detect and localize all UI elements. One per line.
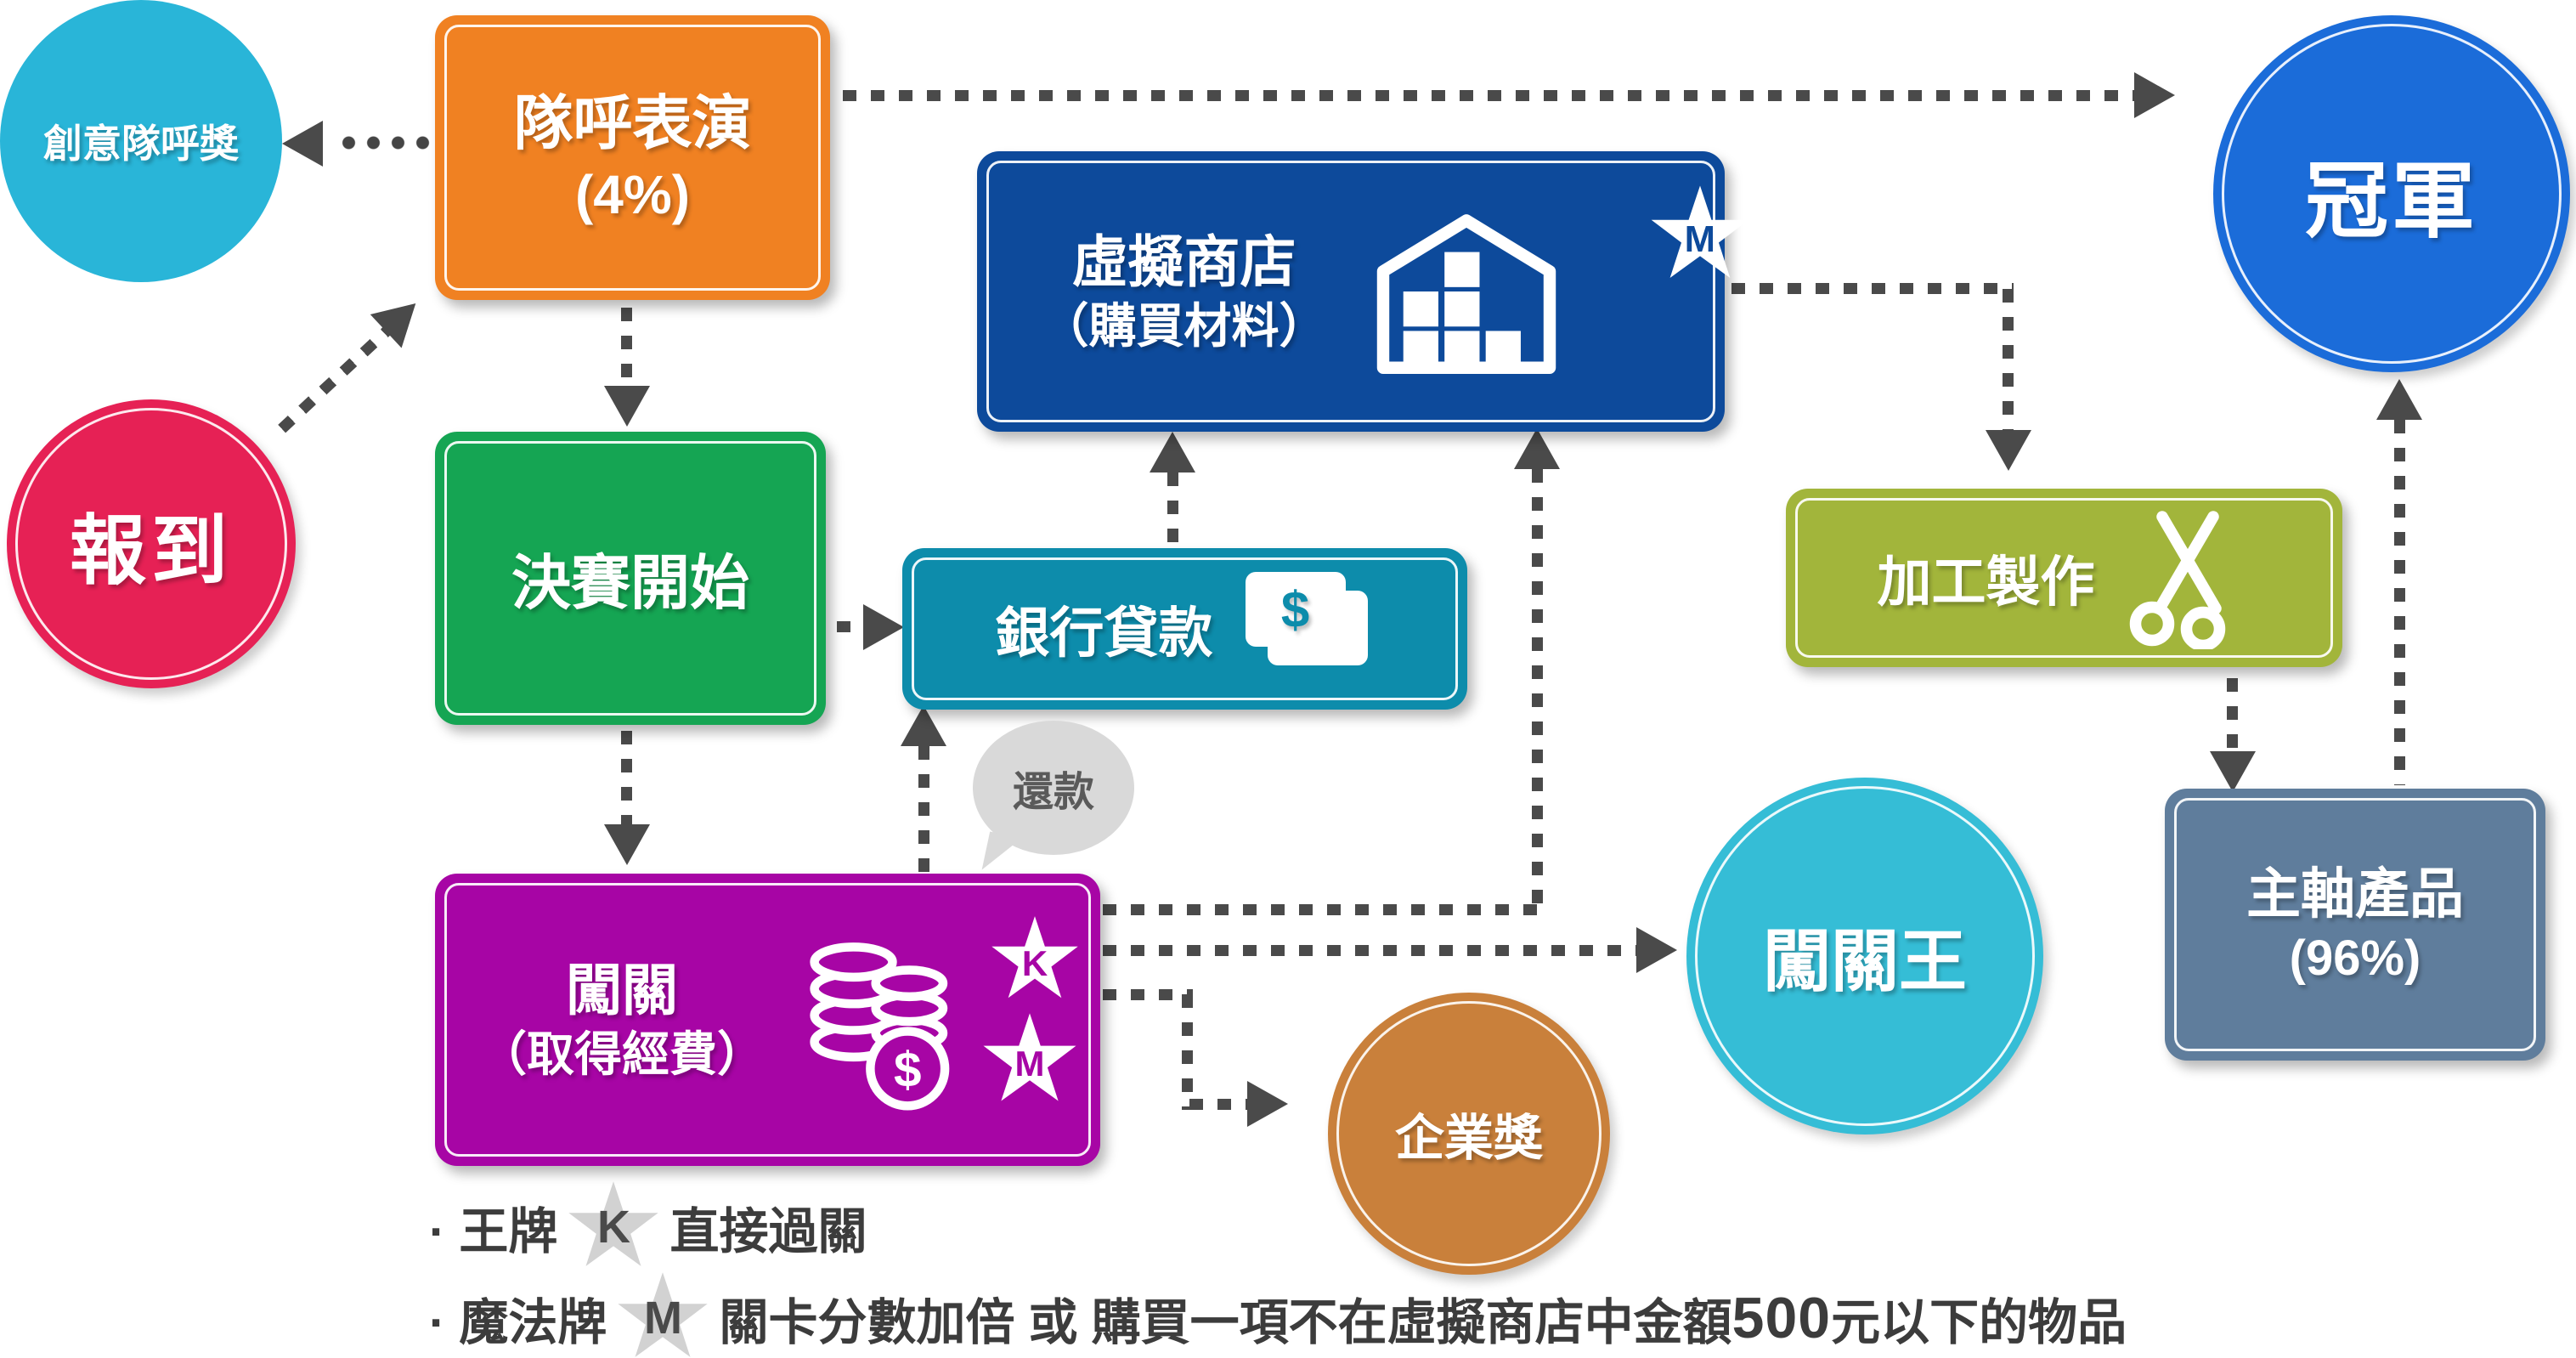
arrow-head-product-to-champion <box>2376 379 2422 420</box>
processing-label: 加工製作 <box>1877 552 2095 613</box>
arrow-head-store-to-process <box>1986 430 2031 471</box>
dashed-line-challenge-to-enterprise-h2 <box>1189 1099 1254 1110</box>
node-bank-loan: 銀行貸款 $ <box>902 548 1467 710</box>
node-main-product: 主軸產品 (96%) <box>2165 789 2545 1061</box>
dashed-line <box>278 325 392 433</box>
dashed-line-challenge-to-king <box>1103 945 1642 956</box>
repayment-bubble: 還款 <box>973 721 1134 855</box>
coin-stack-icon: $ <box>810 942 950 1111</box>
store-badge-letter: M <box>1684 218 1716 260</box>
m-star-icon: M <box>1648 184 1752 287</box>
scissors-icon <box>2129 511 2225 649</box>
coin-dollar-symbol: $ <box>894 1042 922 1097</box>
dashed-line-challenge-to-enterprise-h1 <box>1103 989 1193 1000</box>
legend-amount: 500 <box>1731 1286 1832 1350</box>
bill-dollar-symbol: $ <box>1280 580 1310 638</box>
node-checkin: 報到 <box>7 399 296 688</box>
dashed-line-store-to-process-v <box>2003 289 2014 433</box>
node-challenge-king: 闖關王 <box>1686 778 2043 1134</box>
arrow-head-bank-to-store <box>1150 432 1195 472</box>
arrow-head-cheer-to-champion <box>2134 72 2175 118</box>
repayment-bubble-tail <box>981 831 1022 877</box>
dashed-line-store-to-process-h <box>1731 283 2014 294</box>
node-final-start: 決賽開始 <box>435 432 826 725</box>
bank-loan-label: 銀行貸款 <box>995 603 1213 664</box>
node-champion: 冠軍 <box>2213 15 2570 372</box>
node-challenge: 闖關 （取得經費） $ K M <box>435 874 1100 1166</box>
node-cheer-performance: 隊呼表演 (4%) <box>435 15 830 300</box>
challenge-title: 闖關 <box>566 958 678 1021</box>
main-product-percent: (96%) <box>2289 930 2421 986</box>
arrow-head-challenge-to-enterprise <box>1247 1081 1288 1127</box>
virtual-store-subtitle: （購買材料） <box>1041 299 1327 354</box>
dotted-line-cheer-to-creative <box>336 136 432 150</box>
legend-magic-label: · 魔法牌 <box>429 1295 607 1350</box>
dollar-bill-icon: $ <box>1245 569 1375 689</box>
dashed-line-challenge-to-store-h <box>1103 904 1543 915</box>
creative-cheer-award-label: 創意隊呼獎 <box>43 122 239 166</box>
node-enterprise-award: 企業獎 <box>1328 993 1610 1275</box>
bill-front-sheet: $ <box>1245 572 1346 647</box>
dashed-line-challenge-to-bank <box>918 746 929 874</box>
m-star-icon: M <box>615 1270 710 1358</box>
legend-line-ace-card: · 王牌 K 直接過關 <box>429 1180 867 1275</box>
legend-magic-text-before: 關卡分數加倍 或 購買一項不在虛擬商店中金額 <box>719 1295 1732 1350</box>
main-product-text: 主軸產品 (96%) <box>2246 860 2464 990</box>
virtual-store-text: 虛擬商店 （購買材料） <box>1042 227 1327 357</box>
main-product-title: 主軸產品 <box>2246 863 2464 925</box>
dashed-line-final-to-challenge <box>621 731 632 828</box>
arrow-head-challenge-to-king <box>1636 927 1677 973</box>
challenge-subtitle: （取得經費） <box>479 1027 765 1082</box>
cheer-performance-text: 隊呼表演 (4%) <box>514 87 752 229</box>
node-processing: 加工製作 <box>1786 489 2342 667</box>
dashed-line-challenge-to-store-v <box>1532 469 1543 911</box>
arrow-checkin-to-cheer <box>278 286 432 433</box>
challenge-king-label: 闖關王 <box>1763 924 1967 999</box>
cheer-performance-title: 隊呼表演 <box>513 89 752 156</box>
challenge-badge-m-letter: M <box>1014 1044 1045 1084</box>
legend-ace-label: · 王牌 <box>429 1204 558 1259</box>
dashed-line-cheer-to-final <box>621 308 632 389</box>
final-start-label: 決賽開始 <box>511 550 749 616</box>
virtual-store-title: 虛擬商店 <box>1071 229 1296 293</box>
k-star-icon: K <box>989 914 1081 1006</box>
legend-magic-text-after: 元以下的物品 <box>1831 1295 2127 1350</box>
legend-k-letter: K <box>596 1202 630 1253</box>
arrow-head-final-to-challenge <box>604 824 650 865</box>
challenge-badge-k-letter: K <box>1021 943 1048 983</box>
warehouse-icon <box>1376 214 1556 374</box>
checkin-label: 報到 <box>70 509 233 594</box>
arrow-head-process-to-product <box>2210 751 2256 792</box>
cheer-performance-percent: (4%) <box>574 164 691 226</box>
arrow-head-challenge-to-bank <box>901 705 946 746</box>
arrow-head-final-to-bank <box>863 604 904 650</box>
dashed-line-bank-to-store <box>1167 472 1178 549</box>
champion-label: 冠軍 <box>2304 154 2478 247</box>
dashed-line-cheer-to-champion <box>843 90 2138 101</box>
enterprise-award-label: 企業獎 <box>1394 1111 1543 1166</box>
legend-line-magic-card: · 魔法牌 M 關卡分數加倍 或 購買一項不在虛擬商店中金額 500 元以下的物… <box>429 1270 2127 1358</box>
dashed-line-final-to-bank <box>837 621 869 632</box>
challenge-text: 闖關 （取得經費） <box>479 955 765 1085</box>
legend-ace-text: 直接過關 <box>669 1204 867 1259</box>
arrow-head-challenge-to-store <box>1514 428 1560 469</box>
arrow-head-cheer-to-final <box>604 386 650 427</box>
node-virtual-store: 虛擬商店 （購買材料） M <box>977 151 1749 432</box>
dashed-line-challenge-to-enterprise-v <box>1182 994 1193 1110</box>
k-star-icon: K <box>566 1180 661 1275</box>
m-star-icon: M <box>980 1011 1079 1110</box>
arrow-head-cheer-to-creative <box>282 121 323 167</box>
legend-m-letter: M <box>643 1293 682 1344</box>
repayment-label: 還款 <box>1012 770 1094 815</box>
node-creative-cheer-award: 創意隊呼獎 <box>0 0 282 282</box>
dashed-line-product-to-champion <box>2394 420 2405 785</box>
dashed-line-process-to-product <box>2227 678 2238 753</box>
